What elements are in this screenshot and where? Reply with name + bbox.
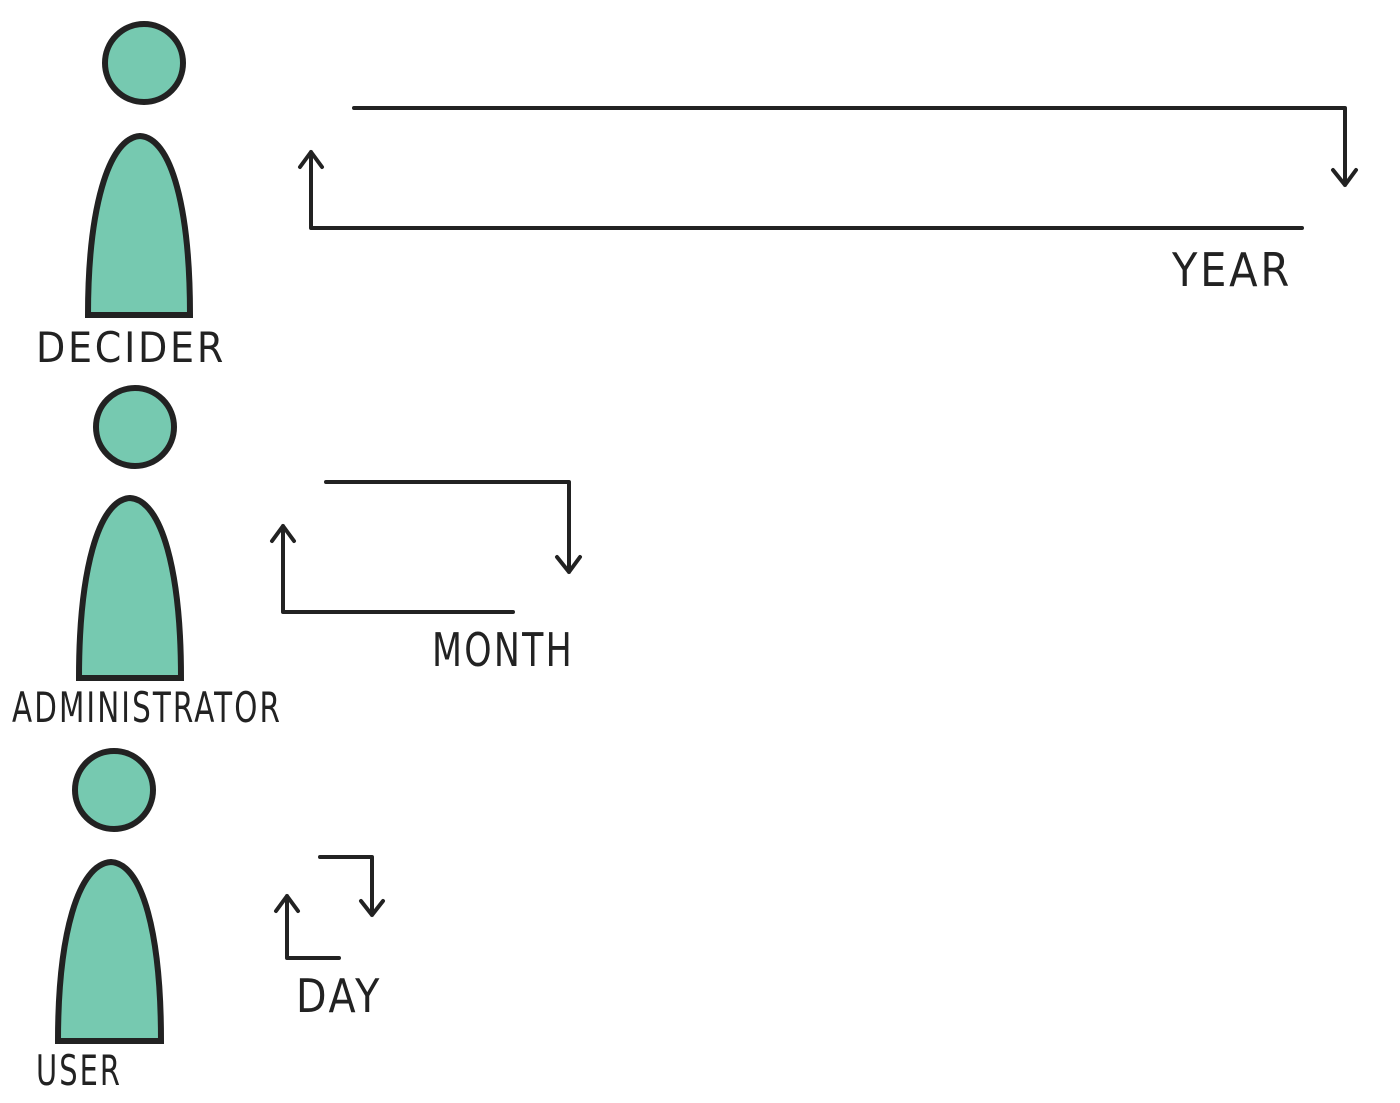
user-head [72, 748, 156, 832]
decider-head [102, 21, 186, 105]
role-user: USER [36, 748, 165, 1095]
decider-label: DECIDER [36, 323, 226, 372]
decider-body [84, 132, 194, 318]
role-decider: DECIDER [36, 21, 226, 372]
user-label: USER [36, 1046, 122, 1095]
day-top-arrow [318, 855, 385, 917]
user-body [54, 858, 165, 1044]
year-label: YEAR [1171, 243, 1292, 297]
day-bottom-arrow [274, 894, 341, 960]
role-administrator: ADMINISTRATOR [12, 385, 282, 732]
day-label: DAY [296, 969, 382, 1023]
cycle-year: YEAR [298, 106, 1358, 297]
year-bottom-arrow [298, 150, 1304, 230]
month-label: MONTH [432, 623, 574, 677]
cycle-day: DAY [274, 855, 385, 1023]
month-top-arrow [324, 480, 582, 574]
administrator-body [75, 494, 185, 681]
cycle-month: MONTH [270, 480, 582, 677]
year-top-arrow [352, 106, 1358, 187]
administrator-label: ADMINISTRATOR [12, 683, 282, 732]
month-bottom-arrow [270, 524, 515, 614]
administrator-head [93, 385, 177, 469]
